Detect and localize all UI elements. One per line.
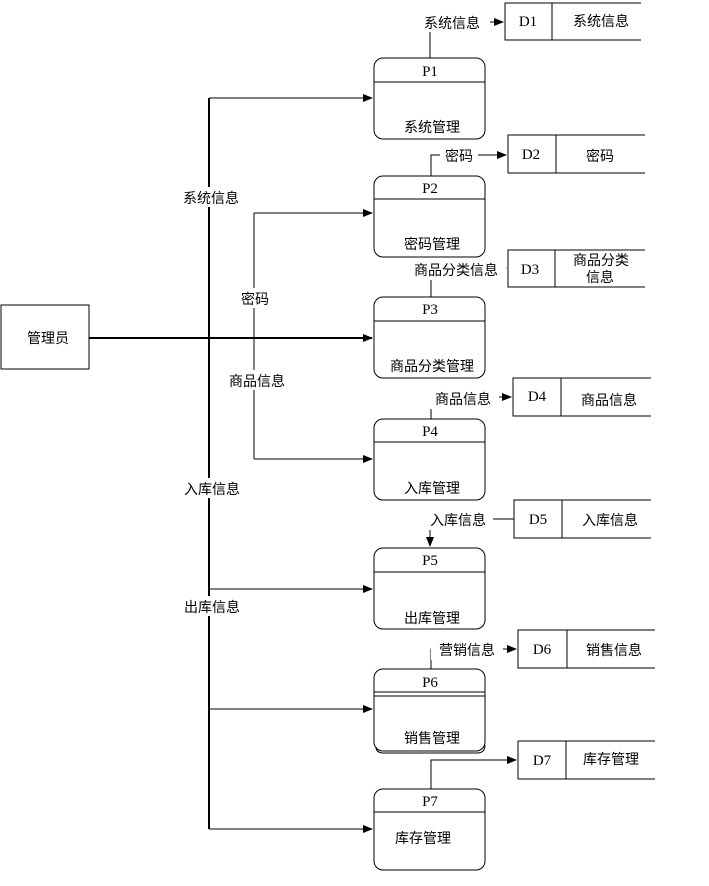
flow-p7-d7 xyxy=(430,756,517,789)
flow-label-password: 密码 xyxy=(241,291,269,308)
store-d4[interactable]: D4 商品信息 xyxy=(512,377,651,417)
store-d1[interactable]: D1 系统信息 xyxy=(504,2,641,41)
store-label: 入库信息 xyxy=(582,512,638,529)
store-d6[interactable]: D6 销售信息 xyxy=(517,629,655,669)
flow-label-p6-d6: 营销信息 xyxy=(439,642,495,659)
flow-label-p2-d2: 密码 xyxy=(445,148,473,165)
store-d5[interactable]: D5 入库信息 xyxy=(513,499,651,539)
process-label: 密码管理 xyxy=(404,236,460,253)
store-id: D7 xyxy=(533,753,552,769)
store-d3[interactable]: D3 商品分类 信息 xyxy=(507,249,645,288)
entity-flow-labels: 系统信息 密码 商品信息 入库信息 出库信息 xyxy=(174,187,294,616)
process-label: 入库管理 xyxy=(404,481,460,497)
process-id: P6 xyxy=(422,675,438,691)
store-label: 系统信息 xyxy=(573,13,629,30)
process-label: 销售管理 xyxy=(404,731,460,747)
store-label: 商品信息 xyxy=(581,392,637,409)
entity-flows xyxy=(89,94,373,833)
process-label: 出库管理 xyxy=(404,611,460,627)
process-id: P2 xyxy=(422,181,438,197)
store-id: D5 xyxy=(529,512,547,528)
store-id: D6 xyxy=(533,642,552,658)
flow-label-p4-d4: 商品信息 xyxy=(435,391,491,408)
process-id: P1 xyxy=(422,64,438,80)
store-id: D2 xyxy=(522,147,540,163)
flow-p2-d2 xyxy=(430,151,507,176)
flow-label-stock-in-info: 入库信息 xyxy=(184,481,240,498)
process-p3[interactable]: P3 商品分类管理 xyxy=(373,296,486,379)
flow-label-p1-d1: 系统信息 xyxy=(424,15,480,32)
process-label: 商品分类管理 xyxy=(390,359,474,375)
process-id: P5 xyxy=(422,553,438,569)
store-id: D4 xyxy=(528,389,547,405)
store-d2[interactable]: D2 密码 xyxy=(507,134,645,174)
flow-label-d5-p5: 入库信息 xyxy=(430,512,486,529)
process-id: P4 xyxy=(422,424,438,440)
process-p7[interactable]: P7 库存管理 xyxy=(373,788,486,871)
process-id: P7 xyxy=(422,794,438,810)
store-label: 密码 xyxy=(586,148,614,165)
store-id: D1 xyxy=(519,14,537,30)
process-p6[interactable]: P6 销售管理 xyxy=(373,668,486,754)
flow-label-product-info: 商品信息 xyxy=(229,373,285,390)
process-p2[interactable]: P2 密码管理 xyxy=(373,175,486,258)
store-id: D3 xyxy=(521,262,539,278)
flow-label-p3-d3: 商品分类信息 xyxy=(414,262,498,279)
entity-admin[interactable]: 管理员 xyxy=(0,304,90,370)
store-flow-labels: 系统信息 密码 商品分类信息 商品信息 入库信息 营销信息 xyxy=(404,12,506,660)
store-label: 库存管理 xyxy=(583,752,639,768)
process-id: P3 xyxy=(422,302,438,318)
store-label-line-2: 信息 xyxy=(586,269,614,286)
entity-label: 管理员 xyxy=(27,331,69,347)
process-p1[interactable]: P1 系统管理 xyxy=(373,57,486,140)
flow-label-system-info: 系统信息 xyxy=(183,190,239,207)
process-p5[interactable]: P5 出库管理 xyxy=(373,547,486,630)
store-label: 销售信息 xyxy=(586,642,642,659)
process-label: 系统管理 xyxy=(404,120,460,136)
flow-entity-p2 xyxy=(253,209,373,459)
store-label-line-1: 商品分类 xyxy=(573,253,629,269)
store-d7[interactable]: D7 库存管理 xyxy=(517,740,655,780)
flow-label-stock-out-info: 出库信息 xyxy=(184,599,240,616)
process-label: 库存管理 xyxy=(395,831,451,847)
process-p4[interactable]: P4 入库管理 xyxy=(373,418,486,501)
